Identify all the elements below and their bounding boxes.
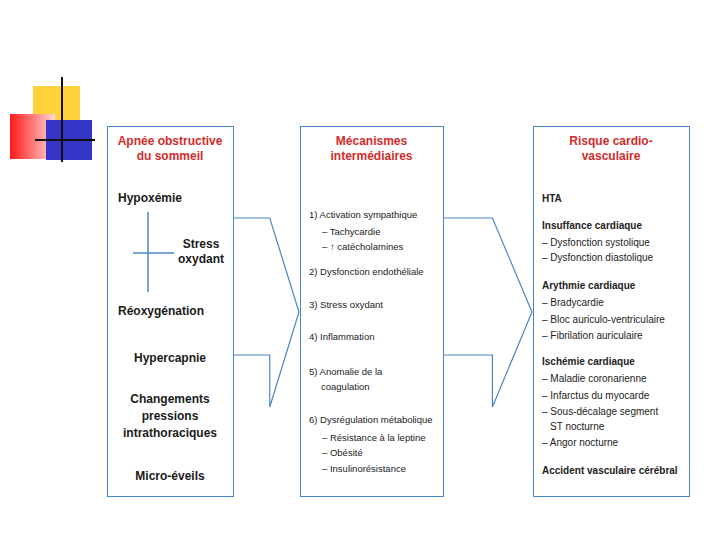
risk-heading: HTA (542, 191, 684, 206)
block-arrow (234, 218, 299, 407)
box-title: Mécanismes intermédiaires (317, 134, 427, 164)
cause-item: Micro-éveils (110, 469, 230, 484)
content-box: Risque cardio-vasculaireHTA Insuffance ca… (533, 126, 690, 497)
link-line (133, 252, 174, 254)
link-line (147, 212, 149, 292)
risk-item: – Angor nocturne (542, 435, 684, 450)
mechanism-item: 6) Dysrégulation métabolique (309, 412, 440, 427)
risk-heading: Ischémie cardiaque (542, 354, 684, 369)
risk-item: – Sous-décalage segment ST nocturne (542, 404, 667, 434)
mechanism-item: 2) Dysfonction endothéliale (309, 264, 440, 279)
risk-item: – Bradycardie (542, 295, 684, 310)
content-box: Apnée obstructive du sommeilHypoxémieStr… (107, 126, 234, 497)
block-arrow (444, 218, 532, 407)
mechanism-item: 5) Anomalie de la coagulation (309, 364, 409, 394)
cause-item: Hypoxémie (118, 191, 228, 206)
box-title: Risque cardio-vasculaire (556, 134, 666, 164)
mechanism-item: 3) Stress oxydant (309, 297, 440, 312)
risk-item: – Dysfonction systolique (542, 235, 684, 250)
risk-item: – Dysfonction diastolique (542, 250, 684, 265)
mechanism-item: 4) Inflammation (309, 329, 440, 344)
risk-heading: Insuffance cardiaque (542, 218, 684, 233)
cause-item: Stress oxydant (172, 237, 230, 267)
risk-item: – Fibrilation auriculaire (542, 328, 684, 343)
mechanism-subitem: – Résistance à la leptine (322, 430, 440, 445)
risk-item: – Maladie coronarienne (542, 371, 684, 386)
mechanism-subitem: – Tachycardie (322, 224, 440, 239)
mechanism-subitem: – Insulinorésistance (322, 461, 440, 476)
risk-item: – Infarctus du myocarde (542, 388, 684, 403)
risk-heading: Arythmie cardiaque (542, 278, 684, 293)
box-title: Apnée obstructive du sommeil (115, 134, 225, 164)
mechanism-subitem: – Obésité (322, 445, 440, 460)
cross-line (61, 77, 63, 162)
risk-item: – Bloc auriculo-ventriculaire (542, 312, 684, 327)
mechanism-item: 1) Activation sympathique (309, 207, 440, 222)
cause-item: Hypercapnie (110, 351, 230, 366)
cause-item: Changements pressions intrathoraciques (110, 391, 230, 442)
risk-heading: Accident vasculaire cérébral (542, 463, 684, 478)
cross-line (35, 139, 95, 141)
mechanism-subitem: – ↑ catécholamines (322, 239, 440, 254)
content-box: Mécanismes intermédiaires 1) Activation s… (300, 126, 444, 497)
cause-item: Réoxygénation (118, 304, 228, 319)
